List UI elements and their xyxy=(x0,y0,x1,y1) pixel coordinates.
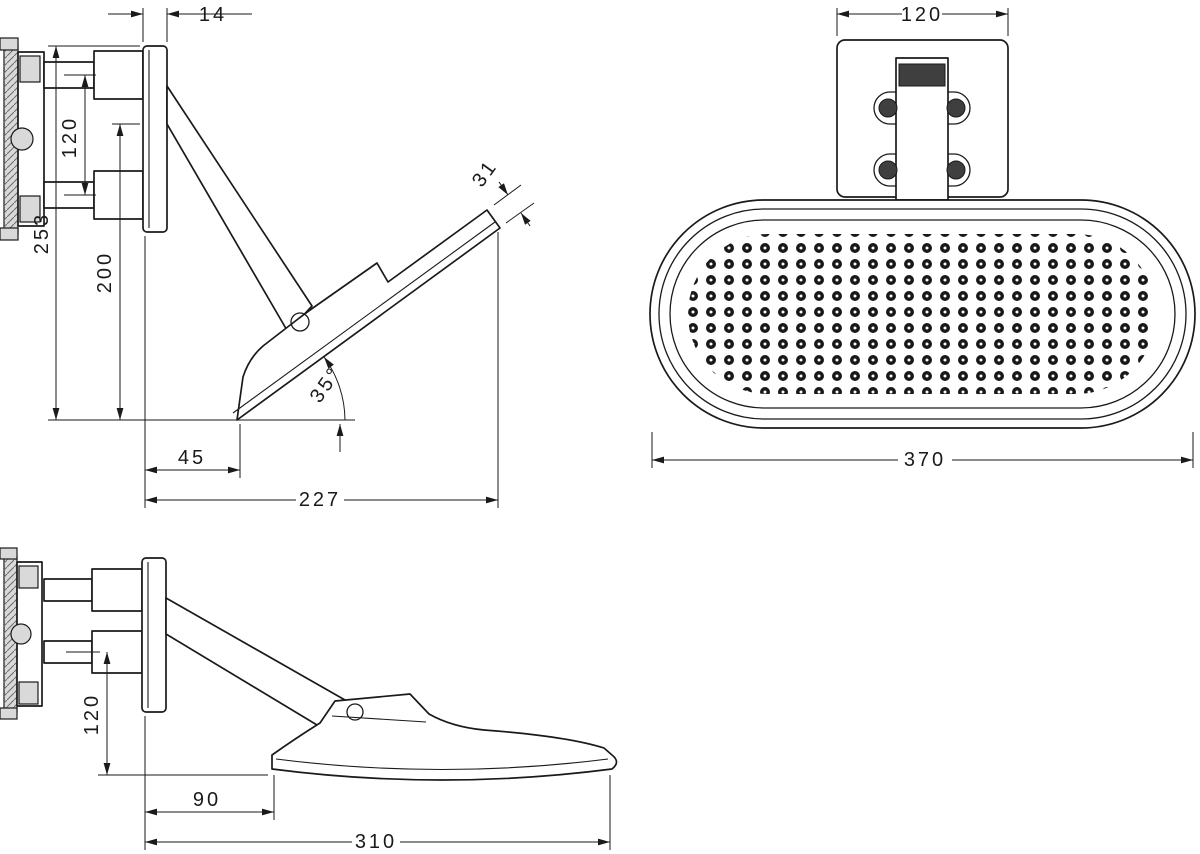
side-view-angled: 14 120 253 200 31 xyxy=(0,4,535,511)
concealed-valve-box xyxy=(0,37,45,241)
dim-head-thickness: 31 xyxy=(468,156,535,227)
shower-head-profile-2 xyxy=(271,693,618,781)
bracket-top-cap xyxy=(898,63,946,87)
dim-label-overall-height: 253 xyxy=(31,212,53,254)
dim-reach: 227 xyxy=(145,232,499,511)
dim-tip-offset-2: 90 xyxy=(144,716,275,850)
dim-plate-thickness: 14 xyxy=(108,4,252,42)
pivot-joint xyxy=(290,312,310,332)
dim-label-bracket-width: 120 xyxy=(901,4,943,26)
shower-head-profile xyxy=(232,209,501,421)
side-view-horizontal: 120 90 310 xyxy=(0,547,618,853)
dim-label-reach: 227 xyxy=(299,489,341,511)
concealed-valve-box-2 xyxy=(0,547,43,720)
bracket-screw-bottom-left xyxy=(878,160,898,180)
shower-face xyxy=(649,199,1196,429)
dim-label-drop-height: 200 xyxy=(94,251,116,293)
dim-label-port-spacing: 120 xyxy=(59,116,81,158)
dim-label-tip-offset: 45 xyxy=(178,447,206,469)
dim-label-reach-2: 310 xyxy=(355,831,397,853)
dim-label-head-width: 370 xyxy=(904,449,946,471)
dim-tip-offset: 45 xyxy=(144,236,241,508)
dim-overall-height: 253 xyxy=(31,45,355,421)
connection-ports-2 xyxy=(43,568,143,674)
dim-drop-height: 200 xyxy=(94,123,140,420)
dim-label-tilt-angle: 35° xyxy=(306,362,347,407)
dim-label-plate-thickness: 14 xyxy=(199,4,227,26)
front-view: 120 370 xyxy=(649,4,1196,471)
nozzle-field xyxy=(688,234,1156,394)
dim-reach-2: 310 xyxy=(145,775,611,853)
dim-drop-height-2: 120 xyxy=(66,651,268,776)
dim-bracket-width: 120 xyxy=(836,4,1009,36)
mounting-bracket xyxy=(836,39,1009,201)
dim-port-spacing: 120 xyxy=(59,74,96,196)
joint-cover-edge xyxy=(331,715,427,723)
pivot-joint-2 xyxy=(346,703,364,721)
bracket-screw-bottom-right xyxy=(946,160,966,180)
bracket-screw-top-right xyxy=(946,98,966,118)
shower-face-rim xyxy=(658,208,1187,420)
shower-arm xyxy=(166,85,313,333)
spray-face-seam xyxy=(232,221,496,414)
wall-plate-2 xyxy=(141,557,167,713)
dim-tilt-angle: 35° xyxy=(306,356,347,452)
shower-face-plate xyxy=(669,219,1176,409)
shower-arm-2 xyxy=(165,597,346,729)
dim-label-drop-height-2: 120 xyxy=(81,693,103,735)
dim-label-head-thickness: 31 xyxy=(468,156,502,192)
spray-face-seam-2 xyxy=(275,758,609,771)
bracket-screw-top-left xyxy=(878,98,898,118)
wall-plate xyxy=(142,45,168,233)
dim-label-tip-offset-2: 90 xyxy=(193,789,221,811)
dim-head-width: 370 xyxy=(651,432,1194,471)
